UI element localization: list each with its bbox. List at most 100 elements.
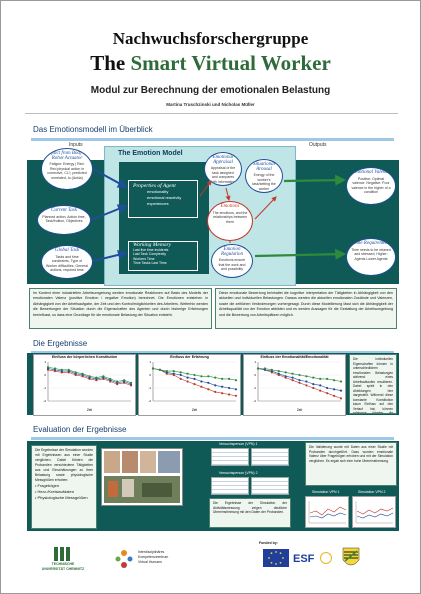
chart-point	[312, 383, 315, 386]
chart-point	[221, 385, 224, 388]
chart-point	[81, 372, 84, 375]
global-task-oval: Global Task Tasks and time constraints, …	[41, 245, 93, 279]
title-line-1: Nachwuchsforschergruppe	[112, 29, 309, 48]
global-task-text: Tasks and time constraints, Type of Work…	[46, 254, 88, 273]
funded-by-label: Funded by:	[259, 541, 278, 545]
chart-point	[339, 389, 343, 392]
chart-point	[319, 389, 322, 392]
properties-item: emotional reactivity	[147, 195, 182, 200]
working-memory-title: Working Memory	[133, 242, 172, 248]
eu-flag-logo	[263, 549, 289, 567]
emotion-model-title: The Emotion Model	[118, 150, 183, 157]
chart-point	[284, 375, 287, 378]
chart-axes	[152, 362, 236, 402]
eu-stars-icon	[268, 551, 284, 565]
chart-point	[221, 392, 224, 395]
chart-point	[200, 375, 203, 378]
time-requirement-title: Time Requirement	[352, 241, 390, 246]
impact-oval: Impact from Body or Robot Actuator Fatig…	[41, 148, 93, 190]
chart-point	[277, 372, 280, 375]
model-description-left: Im Kontext einer industriellen Arbeitsum…	[29, 288, 212, 329]
chart-point	[200, 385, 203, 388]
evaluation-intro: Die Ergebnisse der Simulation wurden mit…	[35, 448, 93, 482]
diagram-arrows	[90, 168, 347, 262]
model-description-right: Diese emotionale Bewertung beinhaltet di…	[215, 288, 397, 329]
chart-point	[200, 380, 203, 383]
emotions-title: Emotions	[220, 204, 240, 209]
chart-point	[332, 394, 336, 397]
chart-point	[339, 397, 343, 400]
title-prefix: The	[90, 51, 131, 75]
chart-point	[172, 372, 175, 375]
emotional-valence-oval: Emotional Valence Positive: Optimal vale…	[346, 167, 396, 205]
regulation-text: Emotions ensure that the work and and po…	[218, 258, 246, 272]
evaluation-mid-text: Die Ergebnisse der Simulation der Aktivi…	[209, 498, 291, 528]
chart-tick-label: -1	[43, 386, 46, 390]
chart-point	[312, 376, 315, 379]
bullet-item: • Fragebögen	[35, 483, 60, 488]
time-requirement-text: Time needs to be relaxed and stressed, H…	[351, 247, 391, 261]
chart-point	[67, 368, 70, 371]
header-divider	[25, 113, 398, 114]
properties-title: Properties of Agent	[133, 183, 176, 189]
arrow-valence	[283, 174, 347, 186]
current-task-title: Current Task	[51, 208, 77, 213]
chart-point	[207, 388, 210, 391]
sim1-chart	[305, 496, 349, 528]
chart-point	[214, 376, 217, 379]
memory-item: Workers Time	[133, 256, 155, 261]
authors: Martina Truschzinski und Nicholas Müller	[166, 102, 255, 107]
results-description: Die individuellen Eigenschaften können i…	[349, 354, 397, 414]
arrow-global	[92, 250, 128, 262]
esf-circle-icon	[320, 552, 332, 564]
chart-tick-label: -2	[253, 399, 256, 403]
current-task-text: Planned action, Action time, Task/fruiti…	[42, 214, 86, 224]
properties-item: experiences	[147, 201, 169, 206]
chart-point	[291, 376, 294, 379]
current-task-oval: Current Task Planned action, Action time…	[37, 205, 91, 235]
chart-point	[298, 381, 301, 384]
chart-tick-label: 1	[44, 360, 46, 364]
arrow-to-arousal	[254, 196, 277, 220]
arrow-impact	[92, 168, 128, 188]
chart-tick-label: 0	[149, 373, 151, 377]
title-accent: Smart Virtual Worker	[130, 51, 331, 75]
chart-point	[179, 377, 182, 380]
chart-tick-label: -2	[148, 399, 151, 403]
outputs-label: Outputs	[309, 142, 327, 148]
arrow-time	[254, 248, 347, 260]
saxony-crest-logo	[341, 546, 361, 570]
section-heading-emotionsmodell: Das Emotionsmodell im Überblick	[33, 125, 153, 134]
chart-x-label: Zeit	[192, 408, 197, 412]
center-name-1: Interdisziplinäres	[138, 550, 165, 554]
chart-point	[179, 371, 182, 374]
chart-point	[193, 377, 196, 380]
vpn1-table-a	[211, 448, 249, 466]
time-requirement-oval: Time Requirement Time needs to be relaxe…	[346, 238, 396, 276]
study-photos	[101, 448, 183, 506]
chart-point	[326, 386, 329, 390]
vpn2-table-a	[211, 477, 249, 495]
chart-point	[116, 380, 119, 383]
chart-point	[227, 386, 231, 390]
photo-collage	[104, 451, 180, 503]
appraisal-text: Appraisal of the task assigned and compa…	[210, 166, 236, 184]
chart-point	[109, 377, 112, 380]
chart-point	[172, 370, 175, 373]
memory-item: Time Tasks Last Time	[133, 261, 167, 265]
chart-point	[319, 377, 322, 380]
chart-title: Einfluss der Emotionalität/Emotionalität	[260, 355, 329, 359]
chart-point	[291, 372, 294, 375]
chart-point	[256, 367, 260, 370]
chart-point	[284, 371, 287, 374]
sim1-label: Simulation VPN 1	[312, 490, 340, 494]
valence-title: Emotional Valence	[352, 170, 390, 175]
chart-point	[298, 373, 301, 377]
valence-text: Positive: Optimal valence. Negative: Poo…	[351, 176, 391, 195]
virtual-humans-logo: Interdisziplinäres Kompetenzzentrum Virt…	[113, 547, 193, 577]
esf-text: ESF	[293, 553, 315, 565]
sim2-plot	[355, 501, 394, 524]
